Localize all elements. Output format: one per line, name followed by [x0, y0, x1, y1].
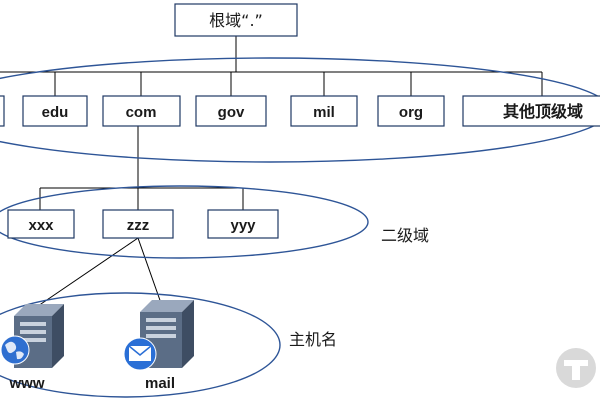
sld-label-xxx: xxx: [28, 217, 54, 234]
tld-box-mil: [290, 95, 358, 127]
tld-box-org: [377, 95, 445, 127]
tld-box-edu: [22, 95, 88, 127]
tld-box-com: [102, 95, 181, 127]
tld-label-gov: gov: [218, 104, 245, 121]
sld-box-zzz: [102, 209, 174, 239]
www-connector: [37, 237, 139, 307]
host-label-mail: mail: [145, 375, 175, 392]
second-level-ellipse: [0, 185, 369, 259]
second-level-caption: 二级域: [381, 226, 429, 245]
tld-box-other: [462, 95, 600, 127]
sld-box-xxx: [7, 209, 75, 239]
mail-server-icon: [123, 300, 194, 371]
top-level-ellipse: [0, 57, 600, 163]
host-caption: 主机名: [289, 330, 337, 349]
globe-server-icon: [0, 304, 64, 368]
sld-box-yyy: [207, 209, 279, 239]
host-label-www: www: [8, 375, 44, 392]
root-domain-label: 根域“.”: [209, 11, 263, 30]
tld-box-gov: [195, 95, 267, 127]
sld-label-yyy: yyy: [230, 217, 256, 234]
mail-connector: [137, 237, 163, 307]
tld-label-com: com: [126, 104, 157, 121]
sld-label-zzz: zzz: [127, 217, 150, 234]
tld-box-partial: [0, 95, 5, 127]
host-ellipse: [0, 292, 281, 398]
root-domain-box: [174, 3, 298, 37]
tld-label-mil: mil: [313, 104, 335, 121]
logo-mark: [556, 348, 596, 388]
tld-label-other: 其他顶级域: [503, 102, 583, 121]
tld-label-edu: edu: [42, 104, 69, 121]
tld-label-org: org: [399, 104, 423, 121]
